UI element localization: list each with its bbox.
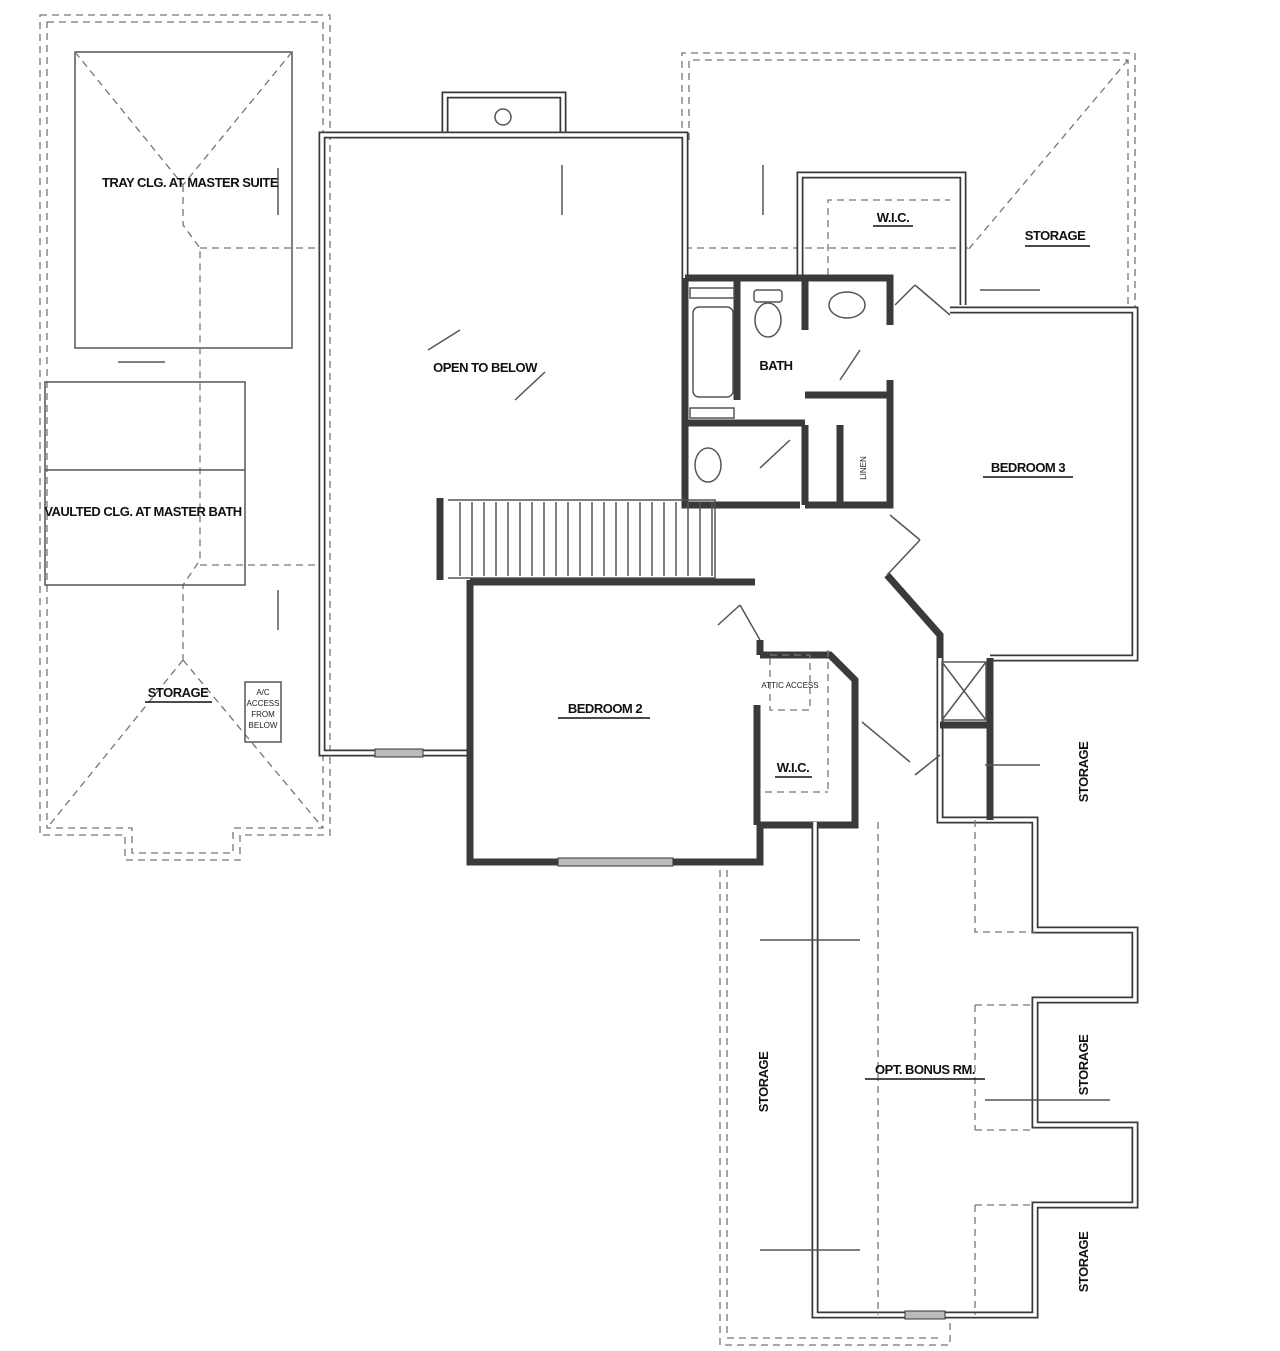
- walls: [318, 131, 1139, 1319]
- wic-label: W.I.C.: [877, 210, 909, 225]
- window: [557, 857, 674, 867]
- staircase: [436, 498, 716, 580]
- storage-label: STORAGE: [1076, 1034, 1091, 1095]
- slope-arrows: [118, 165, 1110, 1251]
- bonus-attic-outline: [719, 650, 1035, 1346]
- bath-label: BATH: [759, 358, 792, 373]
- window: [374, 748, 424, 758]
- ac-access-label: BELOW: [249, 721, 278, 730]
- storage-label: STORAGE: [1076, 1231, 1091, 1292]
- vaulted-ceiling-label: VAULTED CLG. AT MASTER BATH: [44, 504, 241, 519]
- attic-access-label: ATTIC ACCESS: [761, 681, 818, 690]
- ac-access-box: [244, 681, 282, 743]
- tray-ceiling-area: [74, 51, 293, 349]
- storage-label: STORAGE: [1025, 228, 1086, 243]
- bedroom-2-label: BEDROOM 2: [568, 701, 643, 716]
- upper-right-attic-outline: [681, 52, 1136, 310]
- window: [904, 1310, 946, 1320]
- storage-label: STORAGE: [1076, 741, 1091, 802]
- door-swings: [717, 284, 951, 776]
- bath-fixtures: [689, 287, 866, 483]
- ac-access-label: FROM: [251, 710, 275, 719]
- tray-ceiling-label: TRAY CLG. AT MASTER SUITE: [102, 175, 279, 190]
- storage-label: STORAGE: [756, 1051, 771, 1112]
- linen-label: LINEN: [859, 456, 868, 480]
- fireplace-chase: [441, 91, 567, 135]
- ac-access-label: A/C: [256, 688, 270, 697]
- left-attic-outline: [39, 14, 331, 861]
- ac-access-label: ACCESS: [247, 699, 280, 708]
- bedroom-3-label: BEDROOM 3: [991, 460, 1066, 475]
- storage-label: STORAGE: [148, 685, 209, 700]
- stair-treads: [459, 502, 713, 576]
- wic-label: W.I.C.: [777, 760, 809, 775]
- bonus-room-label: OPT. BONUS RM.: [875, 1062, 975, 1077]
- open-to-below-label: OPEN TO BELOW: [433, 360, 538, 375]
- vaulted-ceiling-area: [44, 381, 246, 586]
